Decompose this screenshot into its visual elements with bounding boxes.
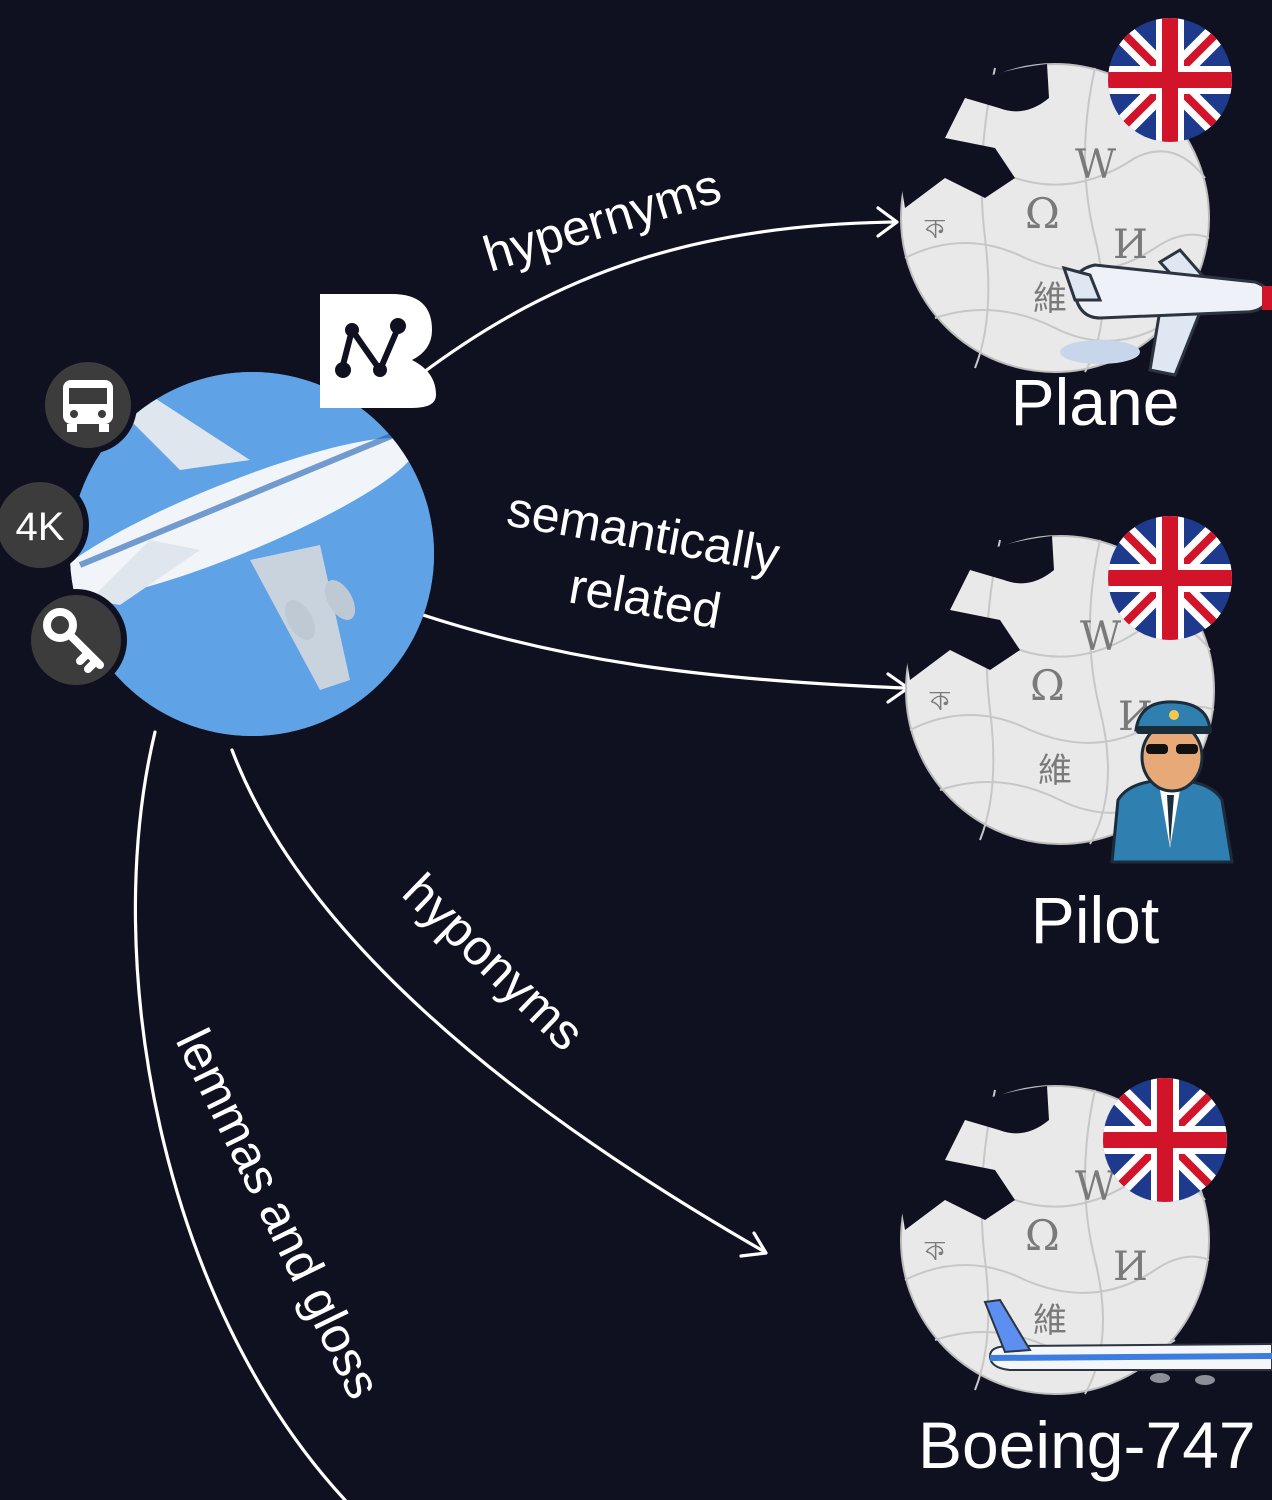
hypernyms-edge [418, 220, 897, 377]
target-boeing-747[interactable]: Boeing-747 [896, 1078, 1272, 1482]
boeing-747-label: Boeing-747 [918, 1408, 1256, 1482]
airplane-photo-icon [70, 372, 434, 736]
source-node[interactable] [31, 372, 434, 736]
babelnet-logo-icon [320, 294, 436, 408]
uk-flag-icon [1108, 18, 1232, 142]
plane-icon [1060, 248, 1272, 377]
semantic-label-line1: semantically [503, 481, 784, 584]
bus-icon [63, 380, 113, 432]
hypernyms-arrowhead [876, 206, 899, 238]
uk-flag-icon [1103, 1078, 1227, 1202]
target-pilot[interactable]: Pilot [901, 516, 1234, 957]
hypernyms-label: hypernyms [477, 157, 727, 282]
target-plane[interactable]: Plane [896, 18, 1272, 439]
hyponyms-label: hyponyms [392, 863, 595, 1062]
4k-icon: 4K [16, 505, 65, 549]
bus-badge [39, 356, 137, 454]
uk-flag-icon [1108, 516, 1232, 640]
4k-badge: 4K [0, 476, 89, 574]
boeing-747-icon [983, 1298, 1272, 1385]
hyponyms-arrowhead [739, 1231, 768, 1258]
pilot-icon [1110, 700, 1234, 864]
key-icon [43, 608, 104, 673]
hyponyms-edge [230, 748, 767, 1254]
pilot-label: Pilot [1031, 883, 1159, 957]
lemmas-label: lemmas and gloss [165, 1020, 392, 1407]
plane-label: Plane [1011, 365, 1180, 439]
semantic-edge [418, 612, 907, 690]
lemmas-edge [133, 730, 347, 1500]
key-badge [25, 589, 127, 691]
